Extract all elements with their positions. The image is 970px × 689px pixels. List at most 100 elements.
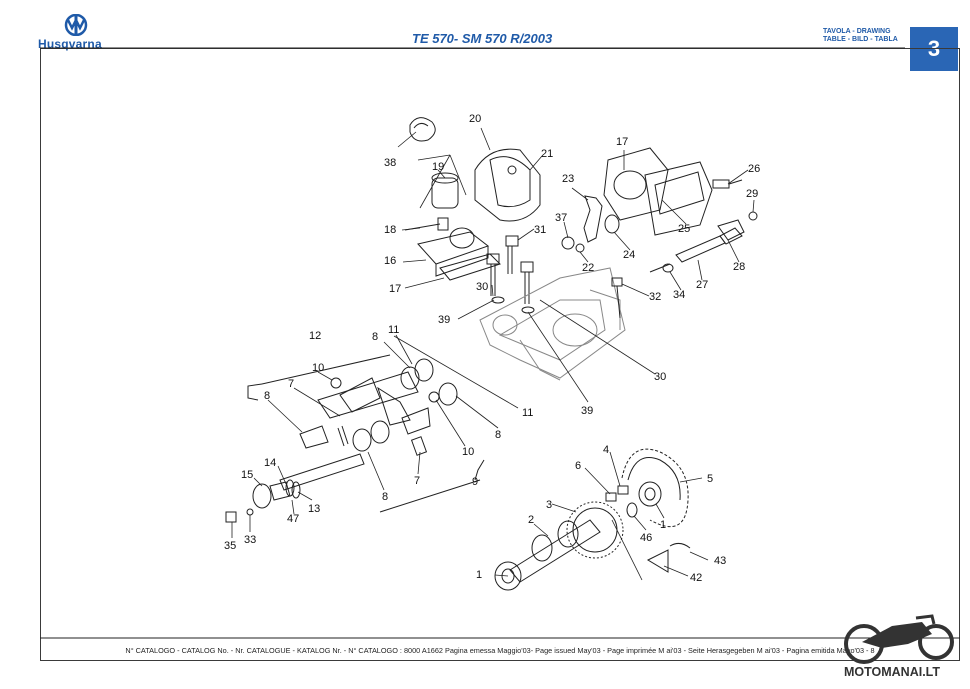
- oring-35: [662, 263, 674, 273]
- callout: 39: [581, 405, 593, 417]
- bolt-4: [617, 485, 629, 495]
- callout: 33: [244, 534, 256, 546]
- callout: 46: [640, 532, 652, 544]
- callout: 3: [546, 499, 552, 511]
- callout: 11: [388, 324, 399, 336]
- washer-34: [246, 508, 254, 516]
- callout: 42: [690, 572, 702, 584]
- callout: 12: [309, 330, 321, 342]
- callout: 29: [746, 188, 758, 200]
- pin-7: [410, 436, 428, 456]
- shaft-27: [675, 235, 726, 263]
- catalog-footer: N° CATALOGO - CATALOG No. - Nr. CATALOGU…: [125, 646, 875, 655]
- oring-14: [285, 479, 295, 497]
- shaft-13: [279, 453, 365, 491]
- callout: 27: [696, 279, 708, 291]
- table-label-line-2: TABLE - BILD - TABLA: [823, 36, 898, 43]
- nut-10: [330, 377, 342, 389]
- callout: 31: [534, 224, 546, 236]
- callout: 16: [384, 255, 396, 267]
- bolt-18: [437, 217, 449, 231]
- bolt-6: [605, 492, 617, 502]
- callout: 30: [654, 371, 666, 383]
- callout: 17: [616, 136, 628, 148]
- lever-28: [717, 219, 745, 241]
- oring-46: [626, 502, 638, 518]
- plug-33: [225, 511, 237, 523]
- spring-43: [669, 542, 691, 549]
- pad-17-right: [603, 147, 669, 221]
- washer-39: [491, 296, 505, 304]
- table-label: TAVOLA - DRAWING TABLE - BILD - TABLA: [823, 28, 898, 44]
- callout: 37: [555, 212, 567, 224]
- sleeve-15: [252, 483, 272, 509]
- callout: 39: [438, 314, 450, 326]
- watermark-text: MOTOMANAI.LT: [843, 665, 941, 679]
- callout: 17: [389, 283, 401, 295]
- bracket-16: [417, 231, 490, 265]
- bolt-26: [712, 179, 730, 189]
- callout: 10: [462, 446, 474, 458]
- callout: 8: [382, 491, 388, 503]
- callout: 7: [414, 475, 420, 487]
- crown-icon: [64, 14, 88, 36]
- callout: 21: [541, 148, 553, 160]
- callout: 23: [562, 173, 574, 185]
- callout-labels: 38 19 20 21 18 16 17 31 30 39 23 37 22 1…: [224, 113, 760, 584]
- callout: 30: [476, 281, 488, 293]
- callout: 24: [623, 249, 635, 261]
- callout: 22: [582, 262, 594, 274]
- clip-29: [748, 211, 758, 221]
- bracket-23: [583, 195, 603, 243]
- bearing-8-left: [299, 425, 329, 449]
- callout: 34: [673, 289, 685, 301]
- timing-chain-5: [621, 448, 689, 528]
- callout: 35: [224, 540, 236, 552]
- callout: 8: [495, 429, 501, 441]
- watermark: MOTOMANAI.LT: [822, 612, 962, 686]
- callout: 13: [308, 503, 320, 515]
- washer-22: [575, 243, 585, 253]
- callout: 25: [678, 223, 690, 235]
- bearing-1-right: [638, 481, 662, 507]
- callout: 4: [603, 444, 609, 456]
- camshaft-2: [509, 519, 601, 583]
- bearing-1: [494, 561, 522, 591]
- callout: 1: [660, 519, 666, 531]
- leader-lines: [231, 127, 755, 581]
- oring-24: [604, 214, 620, 234]
- rocker-shaft: [317, 371, 419, 419]
- decompressor-42: [646, 549, 669, 573]
- callout: 28: [733, 261, 745, 273]
- nut-37: [561, 236, 575, 250]
- bolt-30: [486, 253, 500, 265]
- callout: 7: [288, 378, 294, 390]
- callout: 20: [469, 113, 481, 125]
- table-label-line-1: TAVOLA - DRAWING: [823, 28, 891, 35]
- callout: 47: [287, 513, 299, 525]
- callout: 2: [528, 514, 534, 526]
- callout: 26: [748, 163, 760, 175]
- cover-25: [644, 161, 713, 236]
- callout: 15: [241, 469, 253, 481]
- tensioner-cover-21: [474, 148, 541, 222]
- callout: 1: [476, 569, 482, 581]
- cylinder-head-ghost: [479, 267, 626, 381]
- callout: 11: [522, 407, 533, 419]
- callout: 32: [649, 291, 661, 303]
- callout: 38: [384, 157, 396, 169]
- callout: 8: [372, 331, 378, 343]
- callout: 14: [264, 457, 276, 469]
- callout: 5: [707, 473, 713, 485]
- callout: 43: [714, 555, 726, 567]
- callout: 8: [264, 390, 270, 402]
- gasket-17: [439, 253, 501, 281]
- callout: 9: [472, 476, 478, 488]
- callout: 19: [432, 161, 444, 173]
- page-title: TE 570- SM 570 R/2003: [412, 31, 553, 46]
- bracket-12: [247, 383, 263, 401]
- sprocket-3: [566, 501, 624, 559]
- clamp-38: [409, 117, 436, 142]
- callout: 18: [384, 224, 396, 236]
